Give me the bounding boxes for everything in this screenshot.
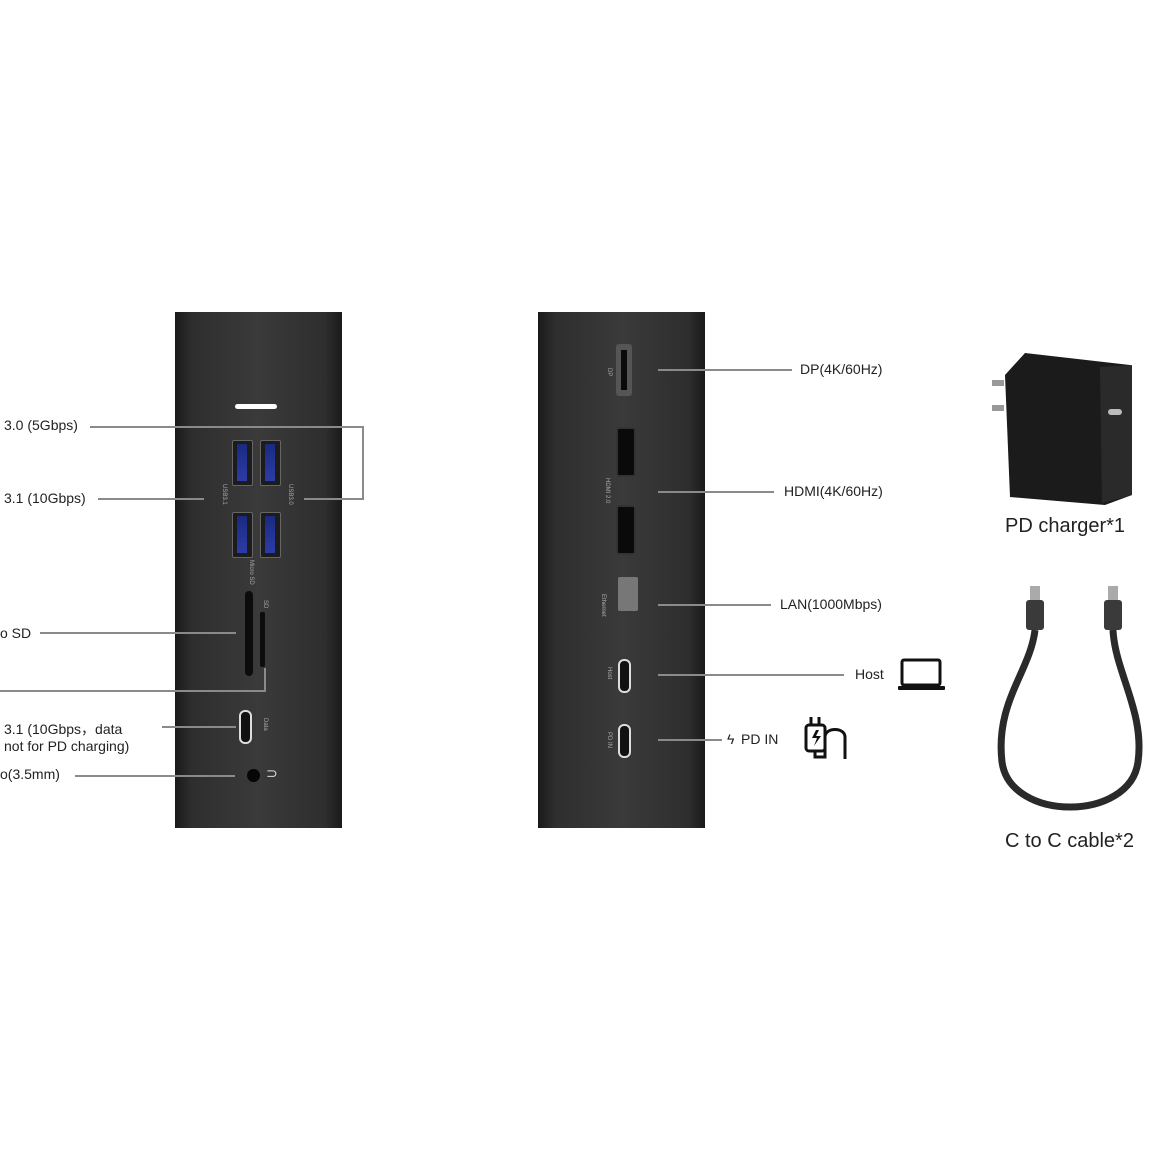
headphone-icon: ⊃ <box>266 765 278 781</box>
usb-c-pd-port <box>618 724 631 758</box>
label-lan: LAN(1000Mbps) <box>780 596 882 612</box>
leader-line <box>658 739 722 741</box>
port-mark-usb31: USB3.1 <box>221 484 227 505</box>
charger-plug-icon <box>804 717 847 759</box>
leader-line <box>362 426 364 499</box>
usb-port <box>260 440 281 486</box>
port-mark-ethernet: Ethernet <box>600 594 606 617</box>
label-usbc-data-1: 3.1 (10Gbps，data <box>4 721 123 737</box>
port-mark-host: Host <box>606 667 612 680</box>
port-mark-micro-sd: Micro SD <box>248 560 254 585</box>
micro-sd-slot <box>245 591 253 676</box>
label-hdmi: HDMI(4K/60Hz) <box>784 483 883 499</box>
leader-line <box>90 426 364 428</box>
label-usbc-data-2: not for PD charging) <box>4 738 130 754</box>
hdmi-port <box>616 427 636 477</box>
port-mark-hdmi: HDMI 2.0 <box>604 478 610 504</box>
lightning-icon: ϟ <box>727 731 735 747</box>
ethernet-port <box>618 577 638 611</box>
leader-line <box>40 632 236 634</box>
usb-c-data-port <box>239 710 252 744</box>
hdmi-port <box>616 505 636 555</box>
dock-front-view: USB3.1 USB3.0 Micro SD SD Data ⊃ <box>175 312 342 828</box>
label-micro-sd: o SD <box>0 625 32 641</box>
leader-line <box>658 491 774 493</box>
label-cable: C to C cable*2 <box>1005 830 1134 852</box>
port-mark-sd: SD <box>262 600 268 609</box>
port-mark-dp: DP <box>606 368 612 377</box>
usb-port <box>232 512 253 558</box>
usb-c-host-port <box>618 659 631 693</box>
label-pd-in: PD IN <box>741 731 779 747</box>
label-usb31: 3.1 (10Gbps) <box>4 490 86 506</box>
audio-jack <box>247 769 260 782</box>
port-mark-data: Data <box>262 718 268 731</box>
leader-line <box>658 369 792 371</box>
label-host: Host <box>855 666 884 682</box>
leader-line <box>162 726 236 728</box>
leader-line <box>304 498 364 500</box>
dock-rear-view: DP HDMI 2.0 Ethernet Host PD IN <box>538 312 705 828</box>
leader-line <box>264 668 266 692</box>
power-indicator <box>235 404 277 409</box>
sd-slot <box>260 612 265 667</box>
port-mark-usb30: USB3.0 <box>287 484 293 505</box>
leader-line <box>658 604 771 606</box>
port-mark-pd-in: PD IN <box>606 732 612 749</box>
laptop-icon <box>898 658 945 690</box>
leader-line <box>75 775 235 777</box>
usb-port <box>260 512 281 558</box>
label-usb30: 3.0 (5Gbps) <box>4 417 78 433</box>
leader-line <box>658 674 844 676</box>
leader-line <box>0 690 266 692</box>
pd-charger-image <box>992 353 1132 505</box>
usb-c-cable-image <box>997 586 1143 811</box>
label-pd-charger: PD charger*1 <box>1005 515 1126 537</box>
usb-port <box>232 440 253 486</box>
label-dp: DP(4K/60Hz) <box>800 361 883 377</box>
dp-port <box>616 344 632 396</box>
label-audio: o(3.5mm) <box>0 766 60 782</box>
leader-line <box>98 498 204 500</box>
